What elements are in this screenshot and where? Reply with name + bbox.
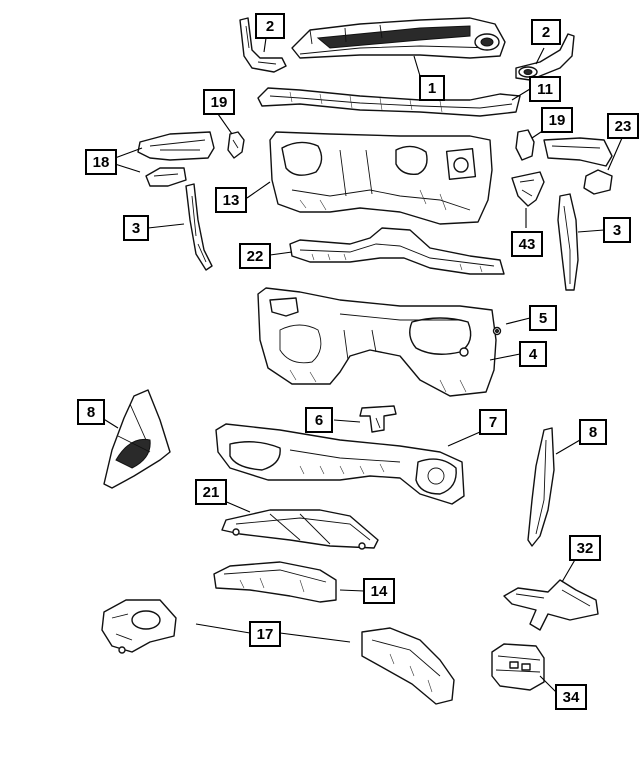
- part-dash-panel-large: [257, 287, 497, 397]
- callout-23: 23: [607, 113, 639, 139]
- part-19-bracket-left: [227, 131, 245, 159]
- part-6-bracket: [359, 405, 397, 433]
- part-cowl-bracket-left: [239, 17, 287, 73]
- callout-17: 17: [249, 621, 281, 647]
- callout-3-left: 3: [123, 215, 149, 241]
- callout-14: 14: [363, 578, 395, 604]
- svg-text:6: 6: [315, 412, 323, 429]
- svg-text:23: 23: [615, 118, 632, 135]
- callout-6: 6: [305, 407, 333, 433]
- part-cowl-top-panel: [291, 17, 506, 59]
- svg-text:7: 7: [489, 414, 497, 431]
- callout-8-left: 8: [77, 399, 105, 425]
- svg-text:22: 22: [247, 248, 264, 265]
- callout-4: 4: [519, 341, 547, 367]
- svg-text:3: 3: [132, 220, 140, 237]
- svg-text:32: 32: [577, 540, 594, 557]
- part-22-reinforcement: [289, 227, 505, 275]
- callout-5: 5: [529, 305, 557, 331]
- callout-18: 18: [85, 149, 117, 175]
- callout-32: 32: [569, 535, 601, 561]
- callout-19-right: 19: [541, 107, 573, 133]
- svg-text:17: 17: [257, 626, 274, 643]
- svg-text:18: 18: [93, 154, 110, 171]
- svg-text:14: 14: [371, 583, 388, 600]
- callout-21: 21: [195, 479, 227, 505]
- part-32-bracket: [503, 579, 599, 631]
- svg-text:8: 8: [87, 404, 95, 421]
- svg-text:2: 2: [542, 24, 550, 41]
- callout-7: 7: [479, 409, 507, 435]
- part-34-module: [491, 643, 545, 691]
- callout-2-left: 2: [255, 13, 285, 39]
- part-17-shield-right: [361, 627, 455, 705]
- callout-43: 43: [511, 231, 543, 257]
- part-17-shield-left: [101, 599, 177, 654]
- svg-text:1: 1: [428, 80, 436, 97]
- svg-text:19: 19: [211, 94, 228, 111]
- part-side-panel-left: [103, 389, 171, 489]
- part-21-cross-member: [221, 509, 379, 550]
- part-hinge-pillar-right: [557, 193, 579, 291]
- part-18-brackets: [137, 131, 215, 187]
- callout-13: 13: [215, 187, 247, 213]
- svg-text:8: 8: [589, 424, 597, 441]
- callout-3-right: 3: [603, 217, 631, 243]
- svg-text:19: 19: [549, 112, 566, 129]
- callout-11: 11: [529, 76, 561, 102]
- svg-text:13: 13: [223, 192, 240, 209]
- callout-1: 1: [419, 75, 445, 101]
- part-14-panel: [213, 561, 337, 603]
- svg-text:5: 5: [539, 310, 547, 327]
- part-5-plug: [492, 326, 502, 336]
- callout-8-right: 8: [579, 419, 607, 445]
- part-19-bracket-right: [515, 129, 535, 161]
- svg-text:11: 11: [537, 81, 553, 98]
- svg-text:2: 2: [266, 18, 274, 35]
- svg-text:43: 43: [519, 236, 536, 253]
- part-23-brackets: [543, 137, 613, 195]
- part-43-bracket: [511, 171, 545, 207]
- part-dash-panel: [269, 131, 493, 225]
- callout-22: 22: [239, 243, 271, 269]
- part-cowl-cross-member: [257, 87, 521, 117]
- svg-text:21: 21: [203, 484, 220, 501]
- leader-lines: [101, 37, 623, 695]
- callout-19-left: 19: [203, 89, 235, 115]
- part-cowl-bracket-right: [515, 33, 575, 81]
- callout-34: 34: [555, 684, 587, 710]
- svg-text:3: 3: [613, 222, 621, 239]
- svg-text:4: 4: [529, 346, 538, 363]
- part-hinge-pillar-left: [185, 183, 213, 271]
- part-side-panel-right: [527, 427, 555, 547]
- part-dash-silencer: [215, 423, 465, 505]
- callout-2-right: 2: [531, 19, 561, 45]
- svg-text:34: 34: [563, 689, 580, 706]
